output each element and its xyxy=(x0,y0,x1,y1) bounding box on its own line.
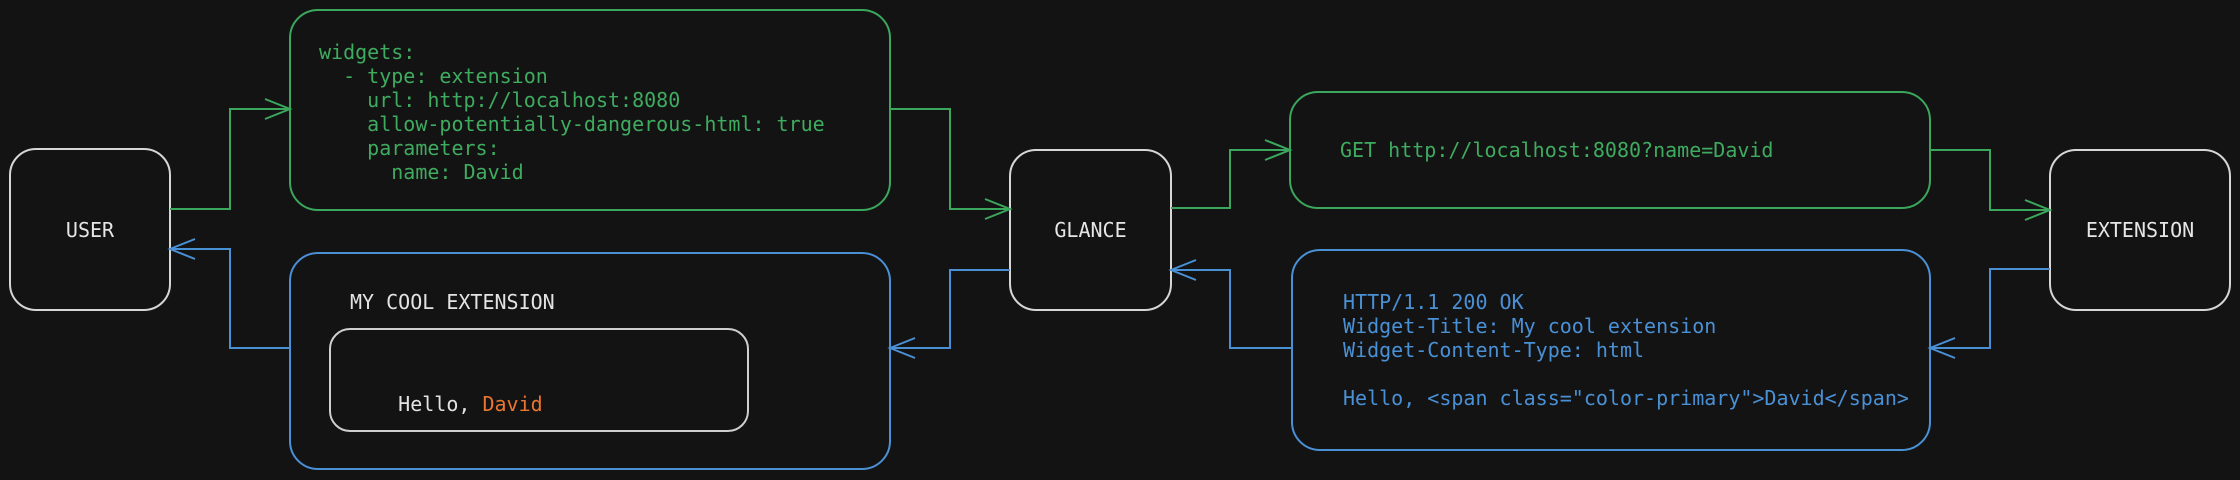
extension-node-box xyxy=(2049,149,2231,311)
arrowhead-user-to-config xyxy=(264,98,293,120)
config-line: - type: extension xyxy=(319,64,548,88)
arrowhead-response-to-glance xyxy=(1168,259,1197,281)
glance-node-box xyxy=(1009,149,1172,311)
response-blank-line xyxy=(1343,362,1909,386)
arrow-glance-to-request xyxy=(1171,149,1290,209)
http-response-box xyxy=(1291,249,1931,451)
arrow-widget-to-user xyxy=(170,248,290,349)
arrow-request-to-extension xyxy=(1930,149,2050,211)
arrow-response-to-glance xyxy=(1171,269,1292,349)
config-line: allow-potentially-dangerous-html: true xyxy=(319,112,825,136)
widget-title: MY COOL EXTENSION xyxy=(350,290,555,314)
response-line: HTTP/1.1 200 OK xyxy=(1343,290,1524,314)
arrowhead-glance-to-widget xyxy=(887,337,916,359)
user-node-box xyxy=(9,148,171,311)
arrow-extension-to-response xyxy=(1930,268,2050,349)
http-request-text: GET http://localhost:8080?name=David xyxy=(1340,138,1774,162)
config-line: url: http://localhost:8080 xyxy=(319,88,681,112)
glance-node-label: GLANCE xyxy=(1054,218,1127,242)
arrowhead-glance-to-request xyxy=(1264,139,1293,161)
config-yaml-code: widgets: - type: extension url: http://l… xyxy=(319,40,825,184)
user-node-label: USER xyxy=(65,217,115,242)
arrow-glance-to-widget xyxy=(890,269,1010,349)
arrowhead-extension-to-response xyxy=(1927,337,1956,359)
greeting-name: David xyxy=(482,392,543,416)
response-line: Widget-Title: My cool extension xyxy=(1343,314,1717,338)
http-response-code: HTTP/1.1 200 OK Widget-Title: My cool ex… xyxy=(1343,290,1909,410)
arrowhead-widget-to-user xyxy=(167,238,196,260)
widget-greeting: Hello, David xyxy=(350,368,543,416)
response-line: Widget-Content-Type: html xyxy=(1343,338,1645,362)
config-line: parameters: xyxy=(319,136,500,160)
rendered-widget-box xyxy=(289,252,891,470)
extension-node-label: EXTENSION xyxy=(2085,218,2195,242)
greeting-prefix: Hello, xyxy=(398,392,483,416)
arrowhead-request-to-extension xyxy=(2024,199,2053,221)
config-line: widgets: xyxy=(319,40,416,64)
arrow-user-to-config xyxy=(170,108,290,210)
config-line: name: David xyxy=(319,160,524,184)
arrow-config-to-glance xyxy=(890,108,1010,210)
arrowhead-config-to-glance xyxy=(984,198,1013,220)
widget-inner-frame xyxy=(329,328,749,432)
response-line: Hello, <span class="color-primary">David… xyxy=(1343,386,1909,410)
